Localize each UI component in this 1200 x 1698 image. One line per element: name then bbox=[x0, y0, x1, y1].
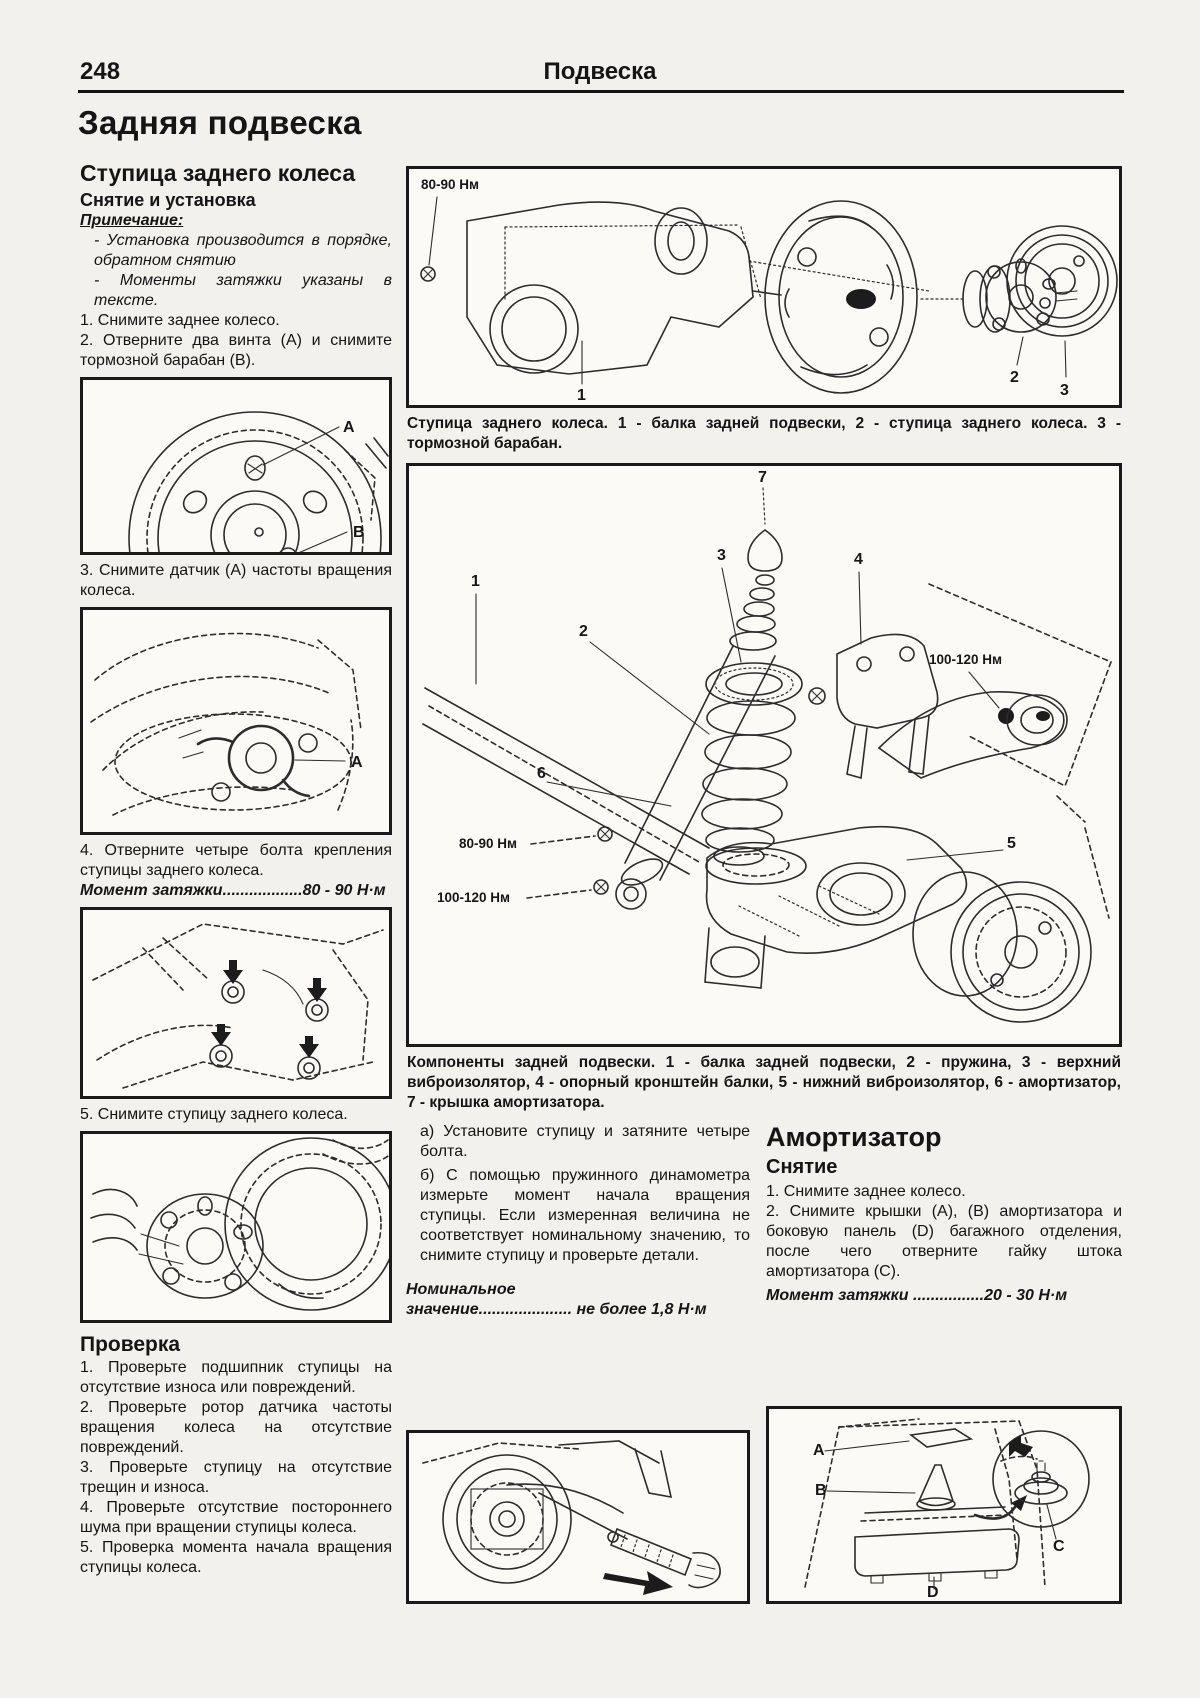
page-number: 248 bbox=[80, 58, 121, 85]
note-item: - Установка производится в порядке, обра… bbox=[94, 232, 392, 269]
part-label-3: 3 bbox=[1060, 382, 1069, 399]
torque-label: 80-90 Нм bbox=[421, 177, 479, 192]
check-item: 5. Проверка момента начала вращения ступ… bbox=[80, 1539, 392, 1576]
figure-hub-exploded: 80-90 Нм bbox=[406, 166, 1122, 408]
left-column: Ступица заднего колеса Снятие и установк… bbox=[80, 160, 392, 1578]
hub-removal-illustration bbox=[90, 1137, 389, 1311]
subheading-shock-removal: Снятие bbox=[766, 1156, 838, 1178]
label-a: A bbox=[351, 754, 363, 771]
nominal-spec-line1: Номинальное bbox=[406, 1281, 516, 1298]
figure-caption-hub: Ступица заднего колеса. 1 - балка задней… bbox=[407, 415, 1121, 452]
step-item: 4. Отверните четыре болта крепления ступ… bbox=[80, 842, 392, 879]
part-label-4: 4 bbox=[854, 551, 863, 568]
figure-hub-bolts bbox=[80, 907, 392, 1099]
figure-trunk-covers: A B D bbox=[766, 1406, 1122, 1604]
figure-wheel-speed-sensor: A bbox=[80, 607, 392, 835]
section-heading-shock: Амортизатор bbox=[766, 1122, 942, 1152]
part-label-1: 1 bbox=[471, 573, 480, 590]
torque-spec-hub-bolts: Момент затяжки..................80 - 90 … bbox=[80, 882, 386, 899]
shock-column: Амортизатор Снятие 1. Снимите заднее кол… bbox=[766, 1122, 1122, 1604]
torque-check-illustration bbox=[422, 1440, 721, 1595]
check-item: 1. Проверьте подшипник ступицы на отсутс… bbox=[80, 1359, 392, 1396]
substep-a: а) Установите ступицу и затяните четыре … bbox=[420, 1123, 750, 1160]
shock-step: 2. Снимите крышки (А), (В) амортизатора … bbox=[766, 1203, 1122, 1280]
note-label: Примечание: bbox=[80, 212, 184, 229]
subheading-removal: Снятие и установка bbox=[80, 190, 256, 210]
label-b: B bbox=[353, 524, 365, 541]
chapter-header: Подвеска bbox=[543, 58, 657, 85]
label-b: B bbox=[815, 1482, 827, 1499]
speed-sensor-illustration: A bbox=[90, 632, 363, 816]
hub-bolts-illustration bbox=[92, 923, 384, 1089]
figure-brake-drum-screws: A B bbox=[80, 377, 392, 555]
hub-exploded-illustration: 80-90 Нм bbox=[420, 177, 1118, 404]
part-label-6: 6 bbox=[537, 765, 546, 782]
right-column: 80-90 Нм bbox=[406, 160, 1122, 1604]
label-c: C bbox=[1053, 1538, 1065, 1555]
brake-drum-illustration: A B bbox=[128, 411, 389, 552]
check-item: 4. Проверьте отсутствие постороннего шум… bbox=[80, 1499, 392, 1536]
part-label-3: 3 bbox=[717, 547, 726, 564]
torque-spec-shock-nut: Момент затяжки ................20 - 30 Н… bbox=[766, 1287, 1068, 1304]
figure-suspension-components: 7 1 2 3 bbox=[406, 463, 1122, 1047]
shock-step: 1. Снимите заднее колесо. bbox=[766, 1183, 966, 1200]
check-item: 3. Проверьте ступицу на отсутствие трещи… bbox=[80, 1459, 392, 1496]
step-item: 2. Отверните два винта (А) и снимите тор… bbox=[80, 332, 392, 369]
check-item: 2. Проверьте ротор датчика частоты враще… bbox=[80, 1399, 392, 1456]
step-item: 5. Снимите ступицу заднего колеса. bbox=[80, 1106, 348, 1123]
part-label-1: 1 bbox=[577, 387, 586, 404]
part-label-2: 2 bbox=[579, 623, 588, 640]
label-a: A bbox=[813, 1442, 825, 1459]
figure-caption-components: Компоненты задней подвески. 1 - балка за… bbox=[407, 1054, 1121, 1111]
install-column: а) Установите ступицу и затяните четыре … bbox=[406, 1122, 750, 1604]
substep-b: б) С помощью пружинного динамометра изме… bbox=[420, 1167, 750, 1264]
subheading-check: Проверка bbox=[80, 1333, 181, 1356]
figure-torque-check bbox=[406, 1430, 750, 1604]
note-item: - Моменты затяжки указаны в тексте. bbox=[94, 272, 392, 309]
step-item: 3. Снимите датчик (А) частоты вращения к… bbox=[80, 562, 392, 599]
step-item: 1. Снимите заднее колесо. bbox=[80, 312, 280, 329]
section-heading-hub: Ступица заднего колеса bbox=[80, 160, 356, 186]
bottom-row: а) Установите ступицу и затяните четыре … bbox=[406, 1122, 1122, 1604]
part-label-5: 5 bbox=[1007, 835, 1016, 852]
suspension-components-illustration: 7 1 2 3 bbox=[422, 469, 1113, 1023]
nominal-spec-line2: значение..................... не более 1… bbox=[406, 1301, 707, 1318]
part-label-2: 2 bbox=[1010, 369, 1019, 386]
label-a: A bbox=[343, 419, 355, 436]
part-label-7: 7 bbox=[758, 469, 767, 486]
header-rule bbox=[78, 90, 1124, 93]
figure-hub-removal bbox=[80, 1131, 392, 1323]
trunk-covers-illustration: A B D bbox=[804, 1418, 1090, 1601]
label-d: D bbox=[927, 1584, 939, 1601]
torque-label-bracket: 100-120 Нм bbox=[929, 652, 1002, 667]
page-title: Задняя подвеска bbox=[78, 104, 362, 141]
torque-label-beam: 100-120 Нм bbox=[437, 890, 510, 905]
torque-label-shock: 80-90 Нм bbox=[459, 836, 517, 851]
